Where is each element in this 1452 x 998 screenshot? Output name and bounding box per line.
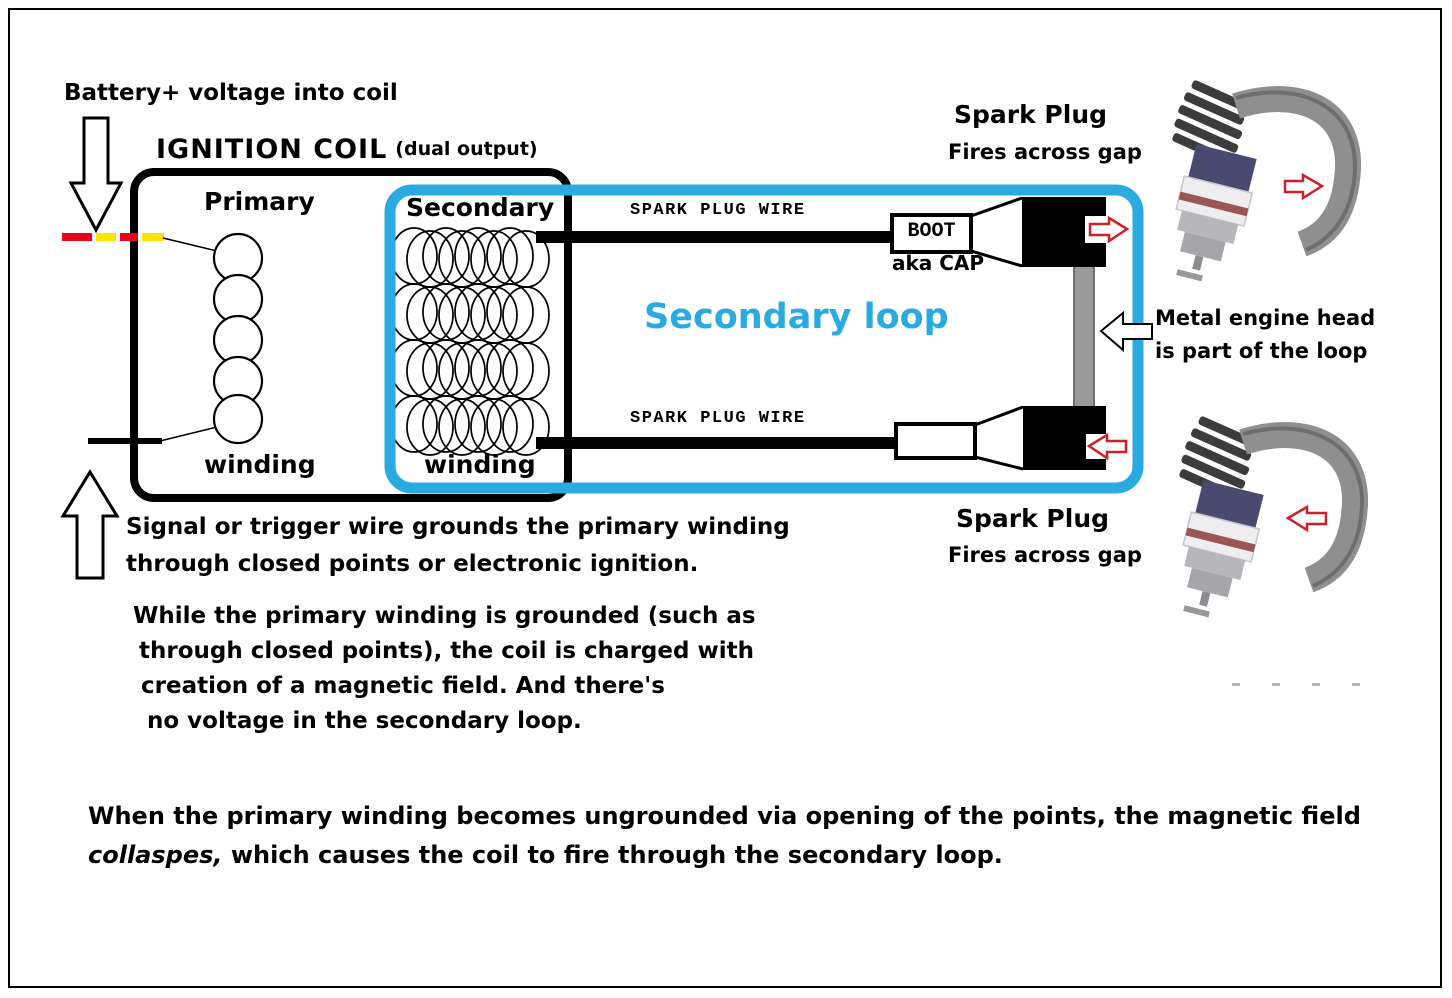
- lead-line-top: [162, 237, 218, 252]
- spark-plug-wire-label-top: SPARK PLUG WIRE: [630, 201, 806, 220]
- down-arrow-icon: [68, 116, 124, 234]
- charged-note-line3: creation of a magnetic field. And there'…: [141, 673, 665, 699]
- spark-plug-wire-top: [536, 231, 892, 243]
- secondary-winding-label: winding: [424, 450, 536, 479]
- boot-label: BOOT: [907, 220, 956, 243]
- trigger-note-line2: through closed points or electronic igni…: [126, 551, 699, 577]
- collapse-rest: which causes the coil to fire through th…: [222, 841, 1003, 869]
- funnel-top: [970, 196, 1023, 268]
- ground-lead: [88, 438, 162, 444]
- secondary-loop-label: Secondary loop: [644, 297, 949, 337]
- battery-wire: [62, 233, 164, 241]
- collapse-note: When the primary winding becomes ungroun…: [88, 797, 1361, 875]
- spark-plug-wire-bottom: [536, 437, 896, 449]
- charged-note-line2: through closed points), the coil is char…: [139, 638, 754, 664]
- secondary-winding-coil: [390, 227, 550, 456]
- spark-plug-title-bottom: Spark Plug: [956, 504, 1110, 533]
- primary-winding-label: winding: [204, 450, 316, 479]
- engine-head-arrow-icon: [1099, 310, 1153, 353]
- photo-arrow-top-icon: [1283, 172, 1325, 201]
- primary-label: Primary: [204, 187, 315, 216]
- fires-across-gap-bottom: Fires across gap: [948, 543, 1142, 567]
- ignition-coil-box: [130, 168, 572, 502]
- spark-plug-wire-label-bottom: SPARK PLUG WIRE: [630, 409, 806, 428]
- lead-line-bottom: [159, 426, 218, 442]
- ignition-coil-title: IGNITION COIL (dual output): [156, 134, 538, 165]
- ignition-coil-text: IGNITION COIL: [156, 134, 388, 165]
- engine-head-bar: [1073, 265, 1095, 411]
- trigger-note: Signal or trigger wire grounds the prima…: [126, 509, 790, 583]
- secondary-label: Secondary: [406, 193, 555, 222]
- up-arrow-icon: [60, 469, 120, 580]
- dual-output-label: (dual output): [395, 138, 538, 160]
- fires-across-gap-top: Fires across gap: [948, 140, 1142, 164]
- boot-box-top: [890, 213, 973, 254]
- spark-plug-photo-bottom: [1168, 415, 1362, 625]
- spark-plug-body-bottom: [1023, 406, 1106, 470]
- stray-marks: [1232, 683, 1360, 686]
- aka-cap-label: aka CAP: [892, 251, 985, 275]
- primary-winding-coil: [212, 232, 264, 445]
- collapse-note-line1: When the primary winding becomes ungroun…: [88, 802, 1361, 830]
- collapse-italic: collaspes,: [88, 841, 223, 869]
- charged-note: While the primary winding is grounded (s…: [133, 599, 756, 739]
- battery-note-label: Battery+ voltage into coil: [64, 80, 398, 106]
- boot-box-bottom: [894, 422, 977, 460]
- photo-arrow-bottom-icon: [1285, 504, 1328, 533]
- spark-plug-title-top: Spark Plug: [954, 100, 1108, 129]
- charged-note-line4: no voltage in the secondary loop.: [147, 708, 582, 734]
- spark-arrow-bottom-icon: [1086, 432, 1128, 461]
- spark-arrow-top-icon: [1088, 215, 1130, 244]
- charged-note-line1: While the primary winding is grounded (s…: [133, 603, 756, 629]
- engine-head-line2: is part of the loop: [1155, 339, 1368, 363]
- funnel-bottom: [974, 405, 1024, 471]
- engine-head-note: Metal engine head is part of the loop: [1155, 302, 1375, 368]
- spark-plug-photo-top: [1161, 79, 1355, 289]
- engine-head-line1: Metal engine head: [1155, 306, 1376, 330]
- collapse-note-line2: collaspes, which causes the coil to fire…: [88, 836, 1361, 875]
- trigger-note-line1: Signal or trigger wire grounds the prima…: [126, 514, 790, 540]
